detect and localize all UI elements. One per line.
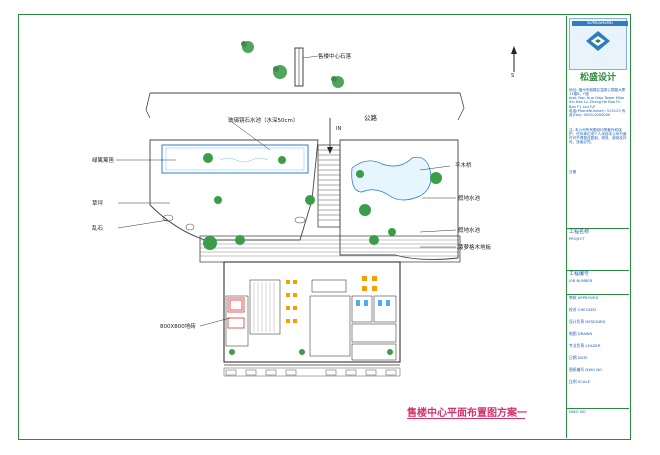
row-date: 日期 DATE <box>569 355 588 360</box>
label-stone: 售楼中心石落 <box>318 54 352 60</box>
reception-desk <box>311 279 347 293</box>
stone-marker <box>294 47 319 87</box>
divider <box>567 270 629 271</box>
room-left <box>225 295 249 347</box>
label-landscape-pool-1: 假地水池 <box>458 196 481 202</box>
leader-lines <box>116 121 457 327</box>
copyright-note: 注: 本公司所有图纸均受著作权保护，任何单位或个人未经本公司书面许可不得擅自复制… <box>569 128 627 145</box>
company-logo: SONGSHENG <box>569 18 628 70</box>
project-no-label: 工程编号 <box>569 271 590 277</box>
sales-building <box>223 261 401 377</box>
row-approved: 审核 APPROVED <box>569 295 599 300</box>
label-road: 公路 <box>364 114 377 122</box>
project-name-label: 工程名称 <box>569 229 590 235</box>
address-cn: 地址: 福州市鼓楼区温泉公园路大厦11楼B、F座 <box>569 88 626 97</box>
row-designed: 设计负责 DESIGNED <box>569 319 606 324</box>
right-garden <box>339 139 459 260</box>
sheet-frame <box>18 14 631 440</box>
seating <box>286 276 377 323</box>
logo-mark-icon <box>586 31 610 51</box>
road-band <box>145 92 465 141</box>
label-rock: 乱石 <box>92 226 104 232</box>
plan-title: 售楼中心平面布置图方案一 <box>407 408 527 419</box>
left-garden <box>149 139 319 241</box>
divider <box>567 294 629 295</box>
row-checked: 校对 CHECKED <box>569 307 597 312</box>
project-name-en: PROJECT <box>569 237 585 241</box>
label-green-hedge: 绿篱篱笆 <box>92 158 115 164</box>
row-dwg: 图纸编号 DWG NO <box>569 367 603 372</box>
company-address: 地址: 福州市鼓楼区温泉公园路大厦11楼B、F座 Add: Nan Hua Qi… <box>569 88 627 117</box>
tile-hall <box>249 279 281 335</box>
phone-fax: 电话(PhoneNumber): 515123 传真(Fax): 0000-00… <box>569 108 626 117</box>
entry-walkway <box>317 144 341 228</box>
date-label: 日期 <box>569 170 577 174</box>
washroom-fixtures <box>356 300 390 306</box>
label-entry: IN <box>336 126 342 132</box>
divider <box>567 408 629 409</box>
label-deck: 菠萝格木地板 <box>458 245 492 251</box>
wood-deck <box>199 235 461 263</box>
row-dwg-no: DWG NO <box>569 409 586 414</box>
row-drawn: 制图 DRAWN <box>569 331 593 336</box>
entry-arrow <box>327 118 333 154</box>
label-north-s: S <box>511 73 515 79</box>
red-furniture <box>227 297 245 329</box>
glass-pool <box>161 144 309 174</box>
label-tile: 800X800地砖 <box>160 324 196 330</box>
project-no-en: JOB NUMBER <box>569 279 593 283</box>
label-glass-pool: 玻璃镜石水池（水深50cm） <box>228 118 299 124</box>
tree-cluster-top <box>241 41 344 88</box>
row-leader: 专业负责 LEADER <box>569 343 601 348</box>
brand-english: SONGSHENG <box>572 20 628 26</box>
label-flat-bridge: 平木桥 <box>455 163 472 169</box>
divider <box>567 228 629 229</box>
label-landscape-pool-2: 假地水池 <box>458 228 481 234</box>
landscape-pond <box>351 156 432 201</box>
sand-table <box>309 295 351 357</box>
title-block: SONGSHENG 松盛设计 地址: 福州市鼓楼区温泉公园路大厦11楼B、F座 … <box>566 16 630 438</box>
north-arrow <box>511 46 517 72</box>
plan-title-underline <box>407 418 525 419</box>
label-lawn: 草坪 <box>92 201 104 207</box>
brand-chinese: 松盛设计 <box>579 73 616 83</box>
address-en: Add: Nan Hua Qiao Tower Miao Xin Nan Lu … <box>569 96 625 109</box>
row-scale: 比例 SCALE <box>569 379 590 384</box>
